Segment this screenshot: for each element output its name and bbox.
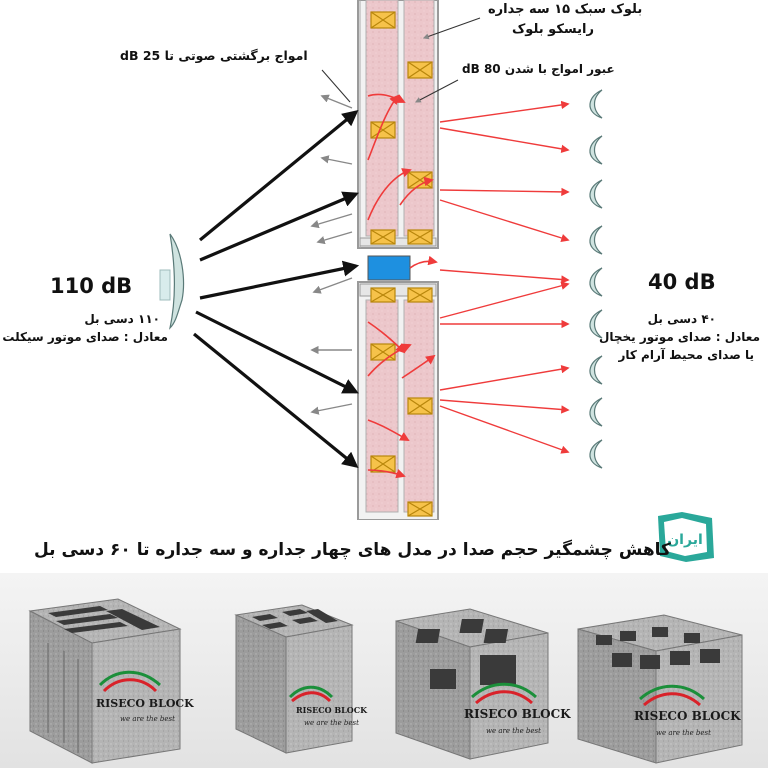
transmitted-waves-label: عبور امواج با شدن 80 dB xyxy=(462,62,615,76)
label-leaders xyxy=(321,17,481,103)
product-block-1 xyxy=(28,598,182,764)
sound-insulation-diagram xyxy=(159,0,603,520)
receiver-ear-icons xyxy=(589,89,603,469)
block-title-line1: بلوک سبک ۱۵ سه جداره xyxy=(488,2,643,17)
ear-icon xyxy=(589,309,603,339)
product-4-brand: RISECO BLOCK xyxy=(634,709,741,723)
ear-icon xyxy=(589,397,603,427)
product-block-2 xyxy=(234,604,354,754)
product-2-slogan: we are the best xyxy=(304,719,359,727)
ear-icon xyxy=(589,179,603,209)
product-1-brand: RISECO BLOCK xyxy=(96,697,194,710)
headline: کاهش چشمگیر حجم صدا در مدل های چهار جدار… xyxy=(34,540,671,560)
ear-icon xyxy=(589,439,603,469)
receiver-note-line2: معادل : صدای موتور یخچال xyxy=(598,330,760,344)
product-block-4 xyxy=(577,614,743,764)
block-title-line2: رایسکو بلوک xyxy=(512,22,594,37)
sound-source-speaker-icon xyxy=(159,233,185,330)
receiver-note-line3: یا صدای محیط آرام کار xyxy=(618,348,754,362)
ear-icon xyxy=(589,267,603,297)
reflected-waves-label: امواج برگشتی صوتی تا 25 dB xyxy=(120,48,308,63)
product-block-3 xyxy=(395,608,549,760)
ear-icon xyxy=(589,225,603,255)
mortar-joint-connector xyxy=(367,255,411,281)
receiver-note-line1: ۴۰ دسی بل xyxy=(647,312,716,326)
product-1-slogan: we are the best xyxy=(120,715,175,723)
transmitted-waves-outgoing xyxy=(439,100,570,454)
brand-flag-swoosh-icons xyxy=(98,670,706,707)
upper-wall-block xyxy=(357,0,439,249)
product-2-brand: RISECO BLOCK xyxy=(296,705,368,715)
reflected-arrows xyxy=(310,94,353,415)
logo-text: ایران xyxy=(667,532,703,548)
source-note-line1: ۱۱۰ دسی بل xyxy=(84,312,160,326)
isiri-standard-logo-icon: ایران xyxy=(658,512,714,562)
source-note-line2: معادل : صدای موتور سیکلت xyxy=(2,330,168,344)
product-4-slogan: we are the best xyxy=(656,729,711,737)
source-level: 110 dB xyxy=(50,274,133,298)
incoming-sound-arrows xyxy=(192,109,360,469)
ear-icon xyxy=(589,89,603,119)
receiver-level: 40 dB xyxy=(648,270,716,294)
product-photos-panel: RISECO BLOCK we are the best RISECO BLOC… xyxy=(0,573,768,768)
ear-icon xyxy=(589,135,603,165)
product-3-brand: RISECO BLOCK xyxy=(464,707,571,721)
product-3-slogan: we are the best xyxy=(486,727,541,735)
ear-icon xyxy=(589,355,603,385)
transmitted-waves-inside xyxy=(367,93,438,479)
